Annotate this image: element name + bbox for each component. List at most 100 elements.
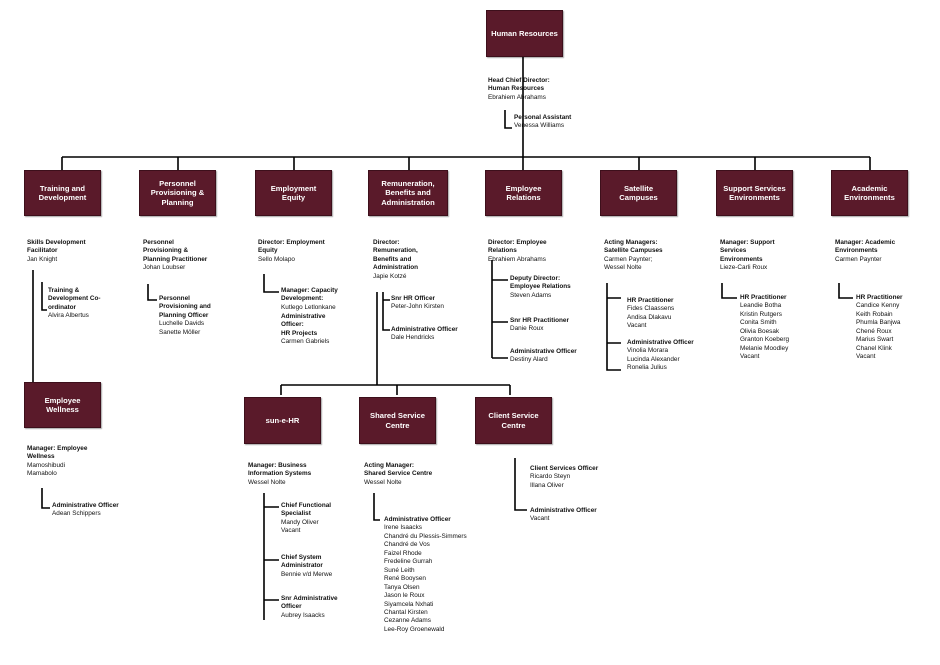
position-title: Administrative Officer (627, 339, 694, 346)
position-title: Manager: Employee Wellness (27, 445, 88, 461)
connector-equity (263, 274, 279, 293)
unit-human-resources[interactable]: Human Resources (486, 10, 563, 57)
person-name: Wessel Nolte (364, 478, 402, 486)
person-name: Vacant (627, 322, 647, 330)
person-name: Siyamcela Nxhati (384, 600, 434, 608)
connector-support (721, 283, 737, 299)
person-name: Chanel Klink (856, 344, 892, 352)
position-title: Chief Functional Specialist (281, 502, 332, 518)
position-title: Director: Remuneration, Benefits and Adm… (373, 239, 419, 272)
unit-sun-e-hr[interactable]: sun-e-HR (244, 397, 321, 444)
connector-satellite (606, 283, 621, 371)
unit-satellite-campuses[interactable]: Satellite Campuses (600, 170, 677, 216)
person-name: Bennie v/d Merwe (281, 570, 333, 578)
person-name: Venessa Williams (514, 122, 565, 130)
position-title: HR Practitioner (856, 294, 903, 301)
person-name: Illana Oliver (530, 481, 564, 489)
connector-academic (838, 283, 853, 299)
person-name: Melanie Moodley (740, 344, 789, 352)
person-name: Wessel Nolte (248, 478, 286, 486)
unit-employee-relations[interactable]: Employee Relations (485, 170, 562, 216)
position-title: Administrative Officer: HR Projects (281, 313, 326, 337)
person-name: Sello Molapo (258, 255, 295, 263)
position-title: Administrative Officer (384, 516, 451, 523)
person-name: Chandré du Plessis-Simmers (384, 532, 467, 540)
unit-employee-wellness[interactable]: Employee Wellness (24, 382, 101, 428)
person-name: Lee-Roy Groenewald (384, 625, 445, 633)
connector-relations (491, 260, 508, 359)
position-title: Snr HR Officer (391, 295, 436, 302)
unit-academic-environments[interactable]: Academic Environments (831, 170, 908, 216)
person-name: Chené Roux (856, 327, 892, 335)
unit-training-development[interactable]: Training and Development (24, 170, 101, 216)
position-title: Acting Managers: Satellite Campuses (604, 239, 663, 255)
position-title: Training & Development Co- ordinator (48, 287, 101, 311)
position-title: Snr Administrative Officer (281, 595, 338, 611)
unit-support-services[interactable]: Support Services Environments (716, 170, 793, 216)
person-name: Fredeline Gurrah (384, 558, 433, 566)
person-name: Marius Swart (856, 336, 894, 344)
connector-main (62, 57, 870, 158)
person-name: Conita Smith (740, 319, 777, 327)
person-name: Mandy Oliver (281, 518, 319, 526)
unit-remuneration[interactable]: Remuneration, Benefits and Administratio… (368, 170, 448, 216)
unit-client-service-centre[interactable]: Client Service Centre (475, 397, 552, 444)
connector-client (514, 458, 527, 511)
person-name: Steven Adams (510, 291, 552, 299)
person-name: Carmen Paynter (835, 255, 882, 263)
person-name: Ebrahiem Abrahams (488, 93, 546, 101)
person-name: Vacant (856, 353, 876, 361)
person-name: Peter-John Kirsten (391, 303, 444, 311)
position-title: Administrative Officer (52, 502, 119, 509)
unit-employment-equity[interactable]: Employment Equity (255, 170, 332, 216)
person-name: Kristin Rutgers (740, 310, 782, 318)
person-name: Vacant (281, 527, 301, 535)
unit-shared-service-centre[interactable]: Shared Service Centre (359, 397, 436, 444)
position-title: HR Practitioner (627, 297, 674, 304)
person-name: Ronelia Julius (627, 364, 667, 372)
person-name: Carmen Paynter; (604, 255, 653, 263)
connector-wellness (41, 488, 50, 509)
position-title: Snr HR Practitioner (510, 317, 569, 324)
person-name: Dale Hendricks (391, 334, 435, 342)
person-name: Cezanne Adams (384, 617, 431, 625)
position-personnel-officer: Personnel Provisioning and Planning Offi… (159, 295, 211, 337)
person-name: Olivia Boesak (740, 327, 780, 335)
person-name: Danie Roux (510, 325, 544, 333)
unit-personnel-provisioning[interactable]: Personnel Provisioning & Planning (139, 170, 216, 216)
person-name: René Booysen (384, 575, 426, 583)
position-title: Head Chief Director: Human Resources (488, 77, 550, 93)
position-title: Manager: Academic Environments (835, 239, 896, 255)
person-name: Ebrahiem Abrahams (488, 255, 546, 263)
person-name: Candice Kenny (856, 302, 900, 310)
position-title: Acting Manager: Shared Service Centre (364, 462, 433, 478)
person-name: Andisa Dlakavu (627, 313, 672, 321)
person-name: Vacant (740, 353, 760, 361)
connector-personnel (147, 284, 157, 301)
person-name: Lieze-Carli Roux (720, 264, 768, 272)
position-title: Personal Assistant (514, 114, 572, 121)
person-name: Suné Leith (384, 566, 415, 574)
person-name: Faizel Rhode (384, 549, 422, 557)
person-name: Irene Isaacks (384, 524, 423, 532)
